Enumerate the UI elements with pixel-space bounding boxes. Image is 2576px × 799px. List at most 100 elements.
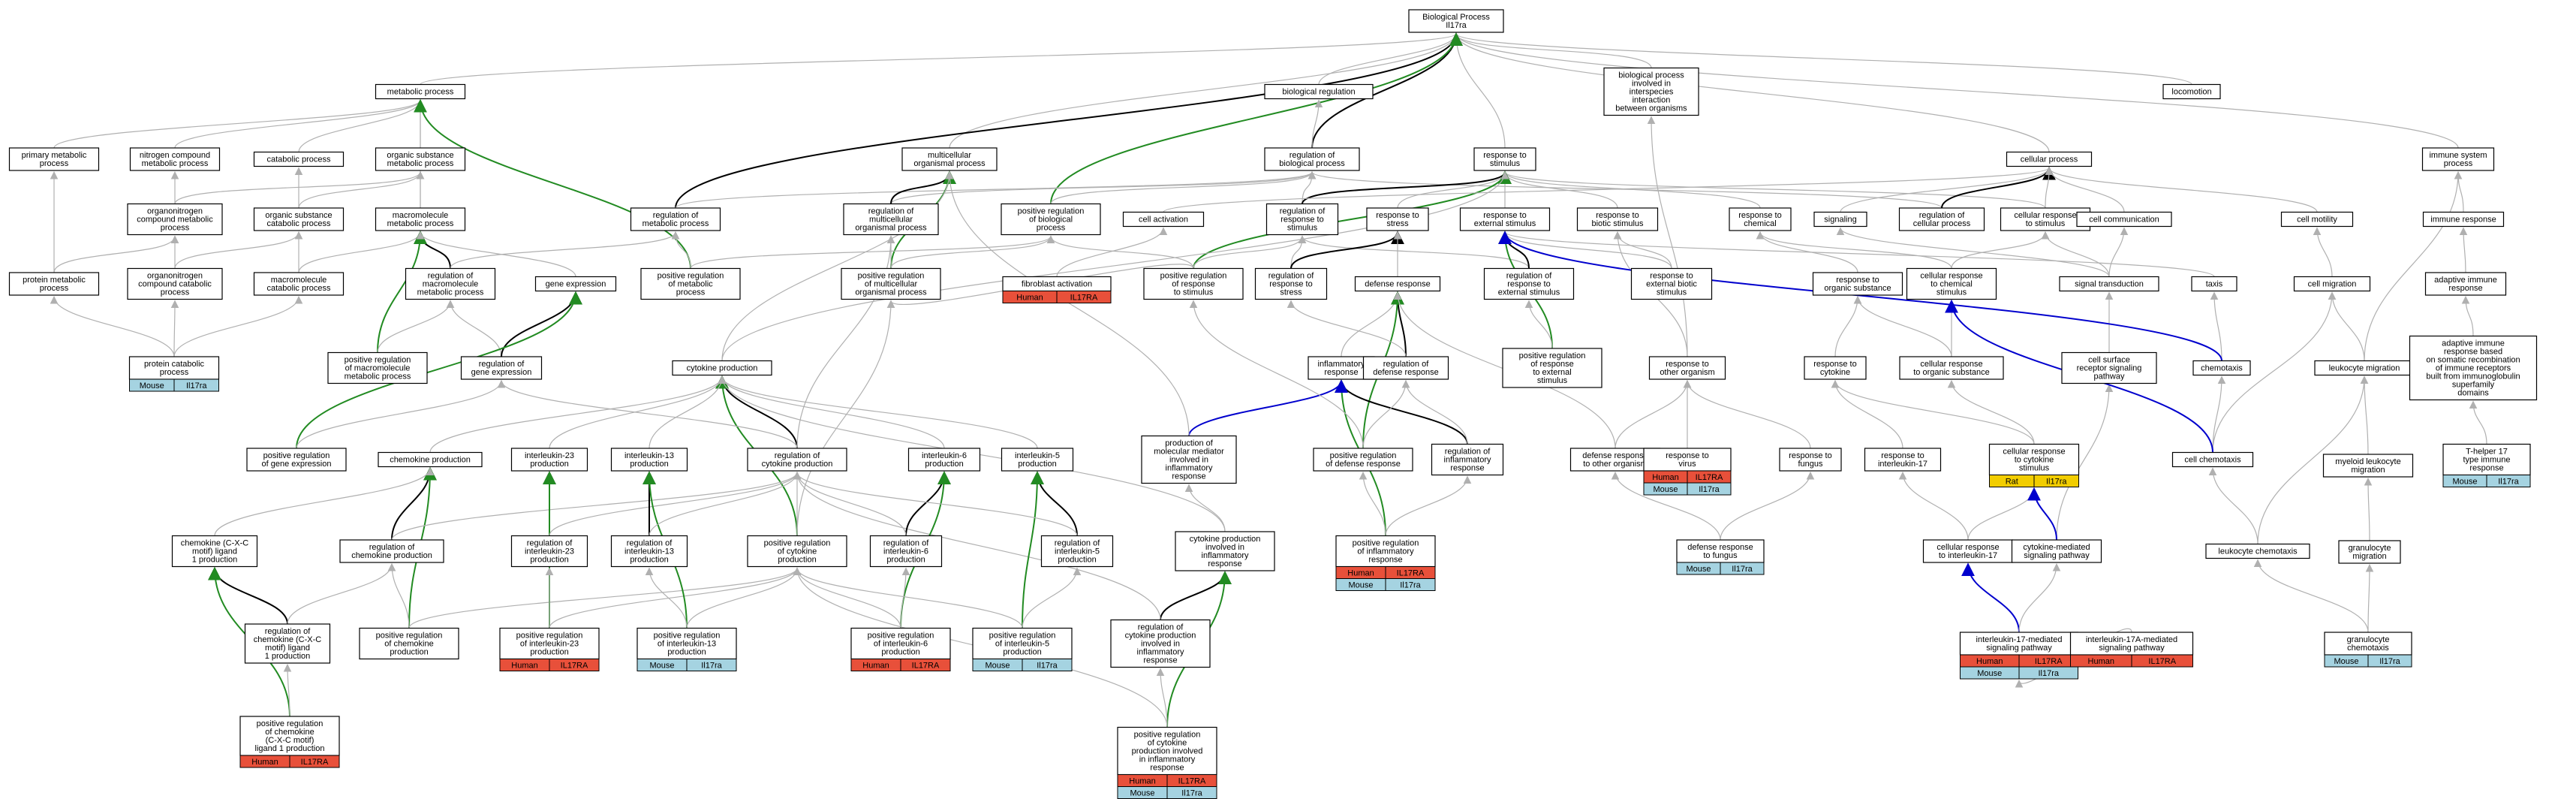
go-term-node-leukchemo[interactable]: leukocyte chemotaxis [2205,543,2310,559]
go-term-node-sigtrans[interactable]: signal transduction [2059,276,2159,292]
go-term-node-immresp[interactable]: immune response [2422,211,2505,228]
go-term-node-chemotaxis[interactable]: chemotaxis [2192,360,2251,376]
go-term-node-cellmot[interactable]: cell motility [2280,211,2354,228]
go-term-node-cellchemotaxis[interactable]: cell chemotaxis [2171,451,2254,468]
go-term-node-leukmig[interactable]: leukocyte migration [2314,360,2415,376]
go-term-node-metabolic[interactable]: metabolic process [375,83,466,100]
go-term-node-defresp[interactable]: defense response [1354,276,1441,292]
go-term-node-cellmig[interactable]: cell migration [2293,276,2371,292]
go-term-node-cellcomm[interactable]: cell communication [2076,211,2172,228]
go-term-node-geneexp[interactable]: gene expression [534,276,617,292]
go-term-node-signaling[interactable]: signaling [1813,211,1867,228]
go-term-node-locomotion[interactable]: locomotion [2162,83,2221,100]
go-term-node-chemoprod[interactable]: chemokine production [378,451,483,468]
go-term-node-taxis[interactable]: taxis [2191,276,2237,292]
go-term-node-cellproc[interactable]: cellular process [2006,151,2093,167]
go-term-node-cellact[interactable]: cell activation [1122,211,1205,228]
go-term-node-catab[interactable]: catabolic process [253,151,345,167]
go-term-node-bioreg[interactable]: biological regulation [1264,83,1374,100]
